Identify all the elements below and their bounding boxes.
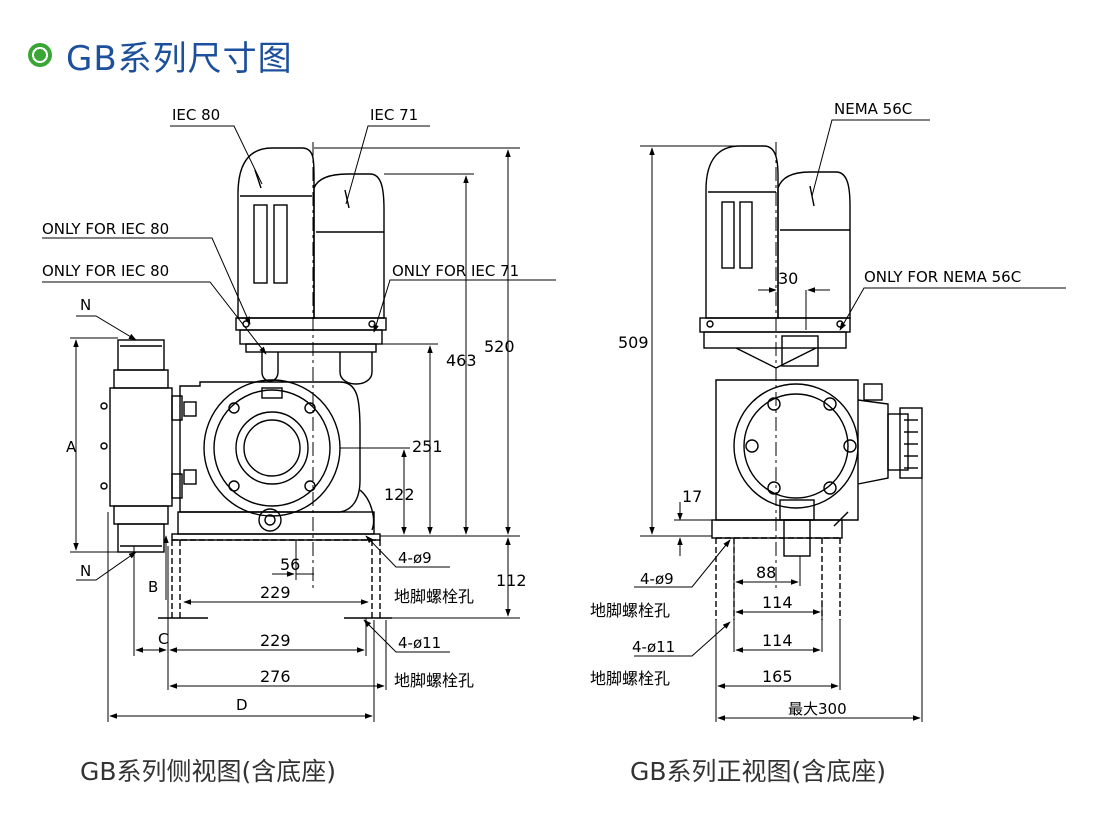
dim-251: 251 [412,437,443,456]
label-only-nema56c: ONLY FOR NEMA 56C [864,268,1021,286]
hole11-spec-side: 4-ø11 [398,634,441,652]
side-dimension-lines [73,149,511,719]
dim-114-b: 114 [762,631,793,650]
caption-front-view: GB系列正视图(含底座) [630,757,887,786]
label-n-bottom: N [80,562,91,580]
dim-509: 509 [618,333,649,352]
front-leader-lines [634,119,1066,657]
hole9-text-side: 地脚螺栓孔 [394,587,474,606]
label-nema56c: NEMA 56C [834,100,912,118]
adapter-flange-front [699,317,851,333]
pump-body-front [715,379,923,557]
dim-114-a: 114 [762,593,793,612]
front-dimension-lines [649,147,921,721]
front-view [634,119,1066,722]
caption-side-view: GB系列侧视图(含底座) [80,757,337,786]
dim-30: 30 [778,269,798,288]
dim-56: 56 [280,555,300,574]
dim-88: 88 [756,563,776,582]
valve-column [100,339,183,553]
hole9-spec-front: 4-ø9 [640,570,674,588]
dim-520: 520 [484,337,515,356]
dim-112: 112 [496,571,527,590]
dim-463: 463 [446,351,477,370]
label-only-iec80-b: ONLY FOR IEC 80 [42,262,169,280]
label-n-top: N [80,296,91,314]
label-c: C [158,630,168,648]
dim-max-300: 最大300 [788,700,847,718]
page-title: GB系列尺寸图 [66,38,293,79]
label-b: B [148,578,158,596]
side-leader-lines [42,125,556,653]
label-a: A [66,438,77,456]
page-header: GB系列尺寸图 [28,30,293,80]
front-view-labels: NEMA 56C ONLY FOR NEMA 56C 509 30 17 88 … [590,100,1021,718]
hole11-text-side: 地脚螺栓孔 [394,671,474,690]
hole11-text-front: 地脚螺栓孔 [590,669,670,688]
label-iec71: IEC 71 [370,106,418,124]
hole9-spec-side: 4-ø9 [398,549,432,567]
dim-122: 122 [384,485,415,504]
label-only-iec71: ONLY FOR IEC 71 [392,262,519,280]
dim-229-b: 229 [260,631,291,650]
dim-229-a: 229 [260,583,291,602]
green-bullet-icon [28,43,52,67]
motor-nema56c-drawing [705,145,851,319]
adapter-flange [235,317,387,331]
dim-276: 276 [260,667,291,686]
motor-iec71-drawing [313,173,385,319]
pump-body-side [179,379,375,532]
hole11-spec-front: 4-ø11 [632,638,675,656]
side-view [42,125,556,722]
hole9-text-front: 地脚螺栓孔 [590,601,670,620]
base-side [158,511,392,619]
dim-17: 17 [682,487,702,506]
dim-165: 165 [762,667,793,686]
motor-iec80-drawing [237,147,315,319]
label-iec80: IEC 80 [172,106,220,124]
side-view-labels: IEC 80 IEC 71 ONLY FOR IEC 80 ONLY FOR I… [42,106,527,714]
label-d: D [236,696,248,714]
label-only-iec80-a: ONLY FOR IEC 80 [42,220,169,238]
front-extension-lines [640,145,923,722]
